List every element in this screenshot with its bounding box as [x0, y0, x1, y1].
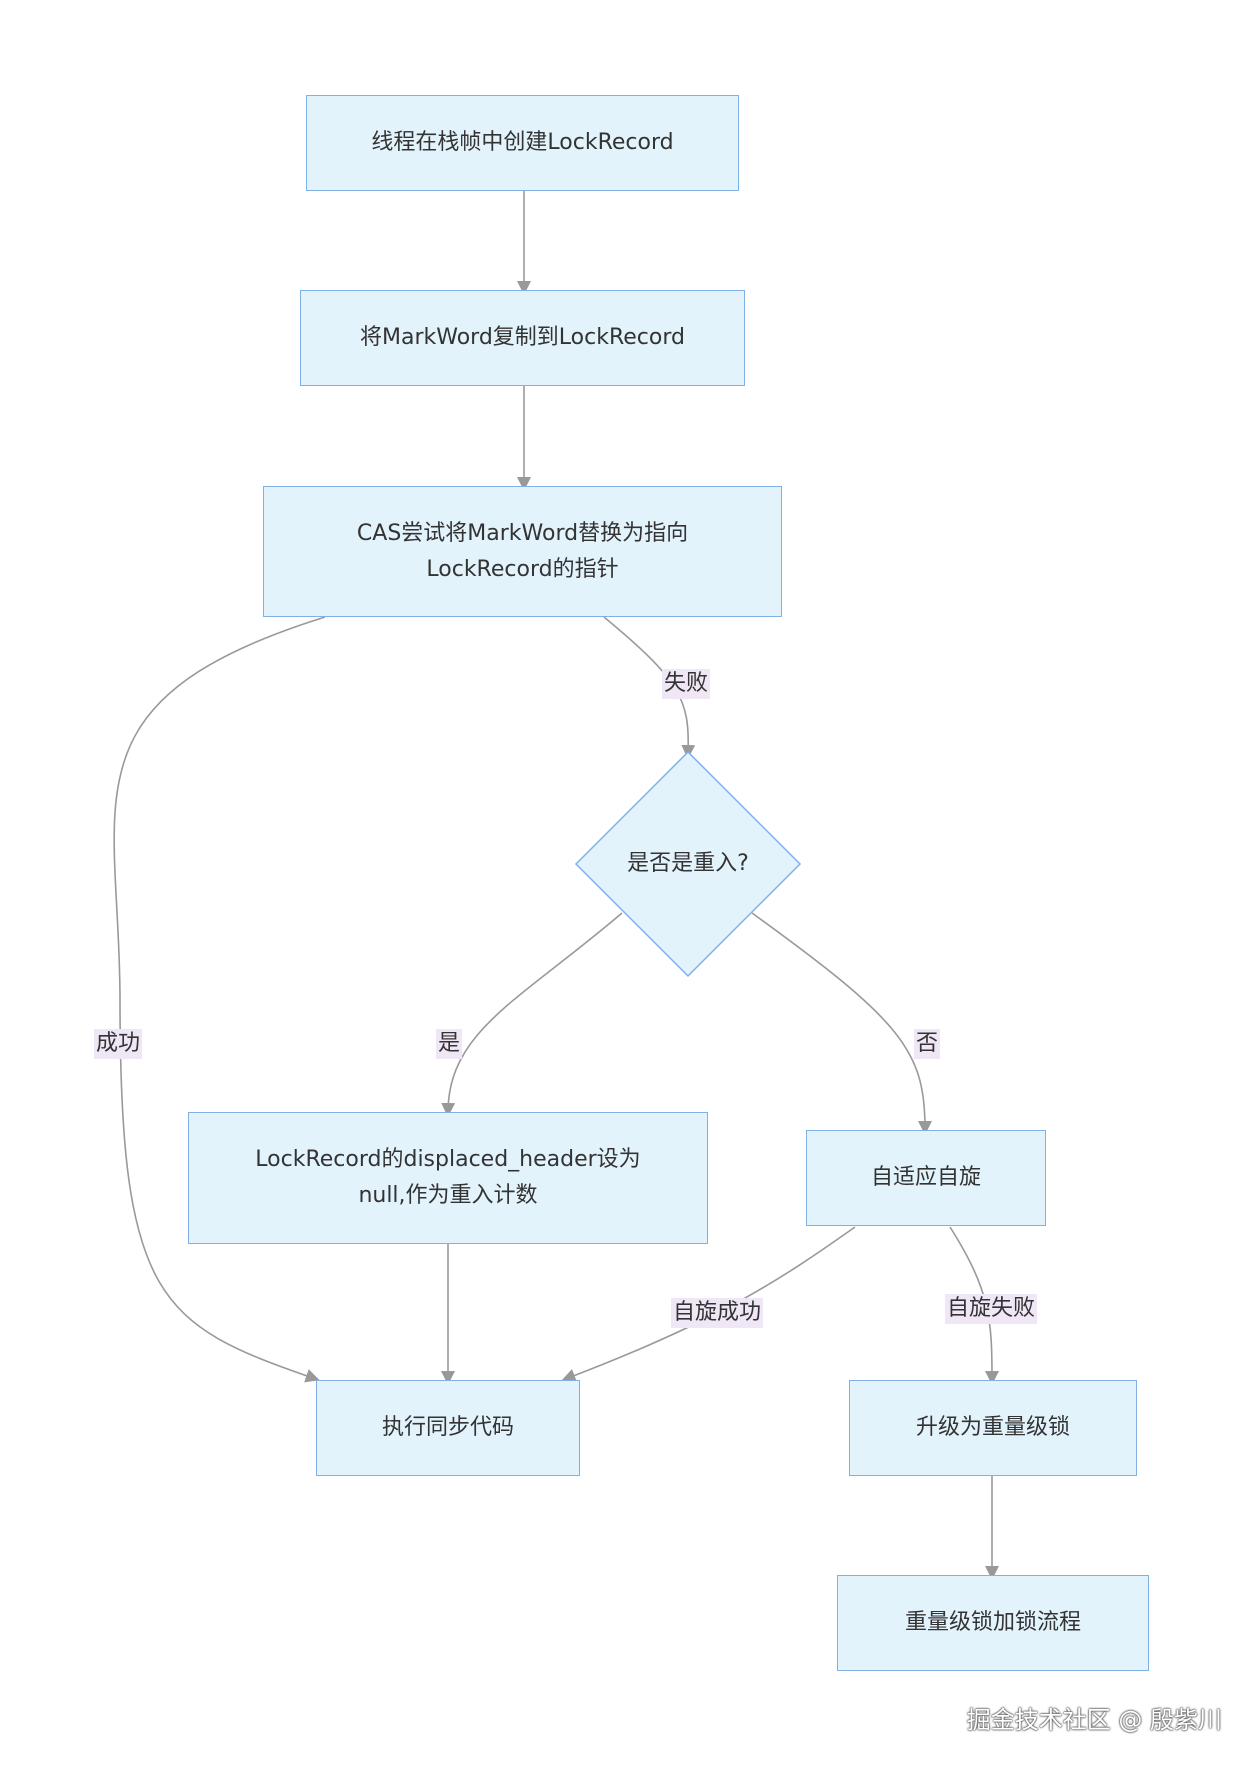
node-heavy-lock-flow-label: 重量级锁加锁流程 — [904, 1610, 1081, 1635]
edge-cas-success — [113, 616, 326, 1383]
node-upgrade-heavy: 升级为重量级锁 — [849, 1380, 1137, 1476]
node-create-lock-record-label: 线程在栈帧中创建LockRecord — [371, 130, 674, 155]
node-set-null-line-1: LockRecord的displaced_header设为 — [255, 1147, 641, 1172]
edge-yes — [441, 912, 623, 1117]
node-heavy-lock-flow: 重量级锁加锁流程 — [837, 1575, 1149, 1671]
node-set-null-line-2: null,作为重入计数 — [358, 1183, 538, 1208]
edge-label-fail: 失败 — [662, 669, 711, 699]
edge-label-yes: 是 — [436, 1029, 463, 1059]
decision-is-reentrant-label: 是否是重入? — [627, 851, 749, 876]
node-cas-replace: CAS尝试将MarkWord替换为指向 LockRecord的指针 — [263, 486, 782, 617]
node-copy-markword: 将MarkWord复制到LockRecord — [300, 290, 745, 386]
node-copy-markword-label: 将MarkWord复制到LockRecord — [360, 325, 685, 350]
node-set-null: LockRecord的displaced_header设为 null,作为重入计… — [188, 1112, 708, 1244]
node-execute-sync-label: 执行同步代码 — [381, 1415, 514, 1440]
node-cas-line-1: CAS尝试将MarkWord替换为指向 — [356, 520, 689, 546]
edge-label-no: 否 — [914, 1029, 941, 1059]
node-execute-sync: 执行同步代码 — [316, 1380, 580, 1476]
node-adaptive-spin: 自适应自旋 — [806, 1130, 1046, 1226]
node-create-lock-record: 线程在栈帧中创建LockRecord — [306, 95, 739, 191]
node-adaptive-spin-label: 自适应自旋 — [870, 1165, 981, 1190]
edge-no — [751, 912, 932, 1135]
node-upgrade-heavy-label: 升级为重量级锁 — [915, 1415, 1070, 1440]
decision-diamond — [574, 750, 802, 978]
edge-label-success: 成功 — [94, 1029, 143, 1059]
watermark: 掘金技术社区 @ 殷紫川 — [966, 1706, 1222, 1734]
edge-label-spin-success: 自旋成功 — [671, 1298, 764, 1328]
node-cas-line-2: LockRecord的指针 — [426, 556, 619, 582]
edge-label-spin-fail: 自旋失败 — [945, 1294, 1038, 1324]
